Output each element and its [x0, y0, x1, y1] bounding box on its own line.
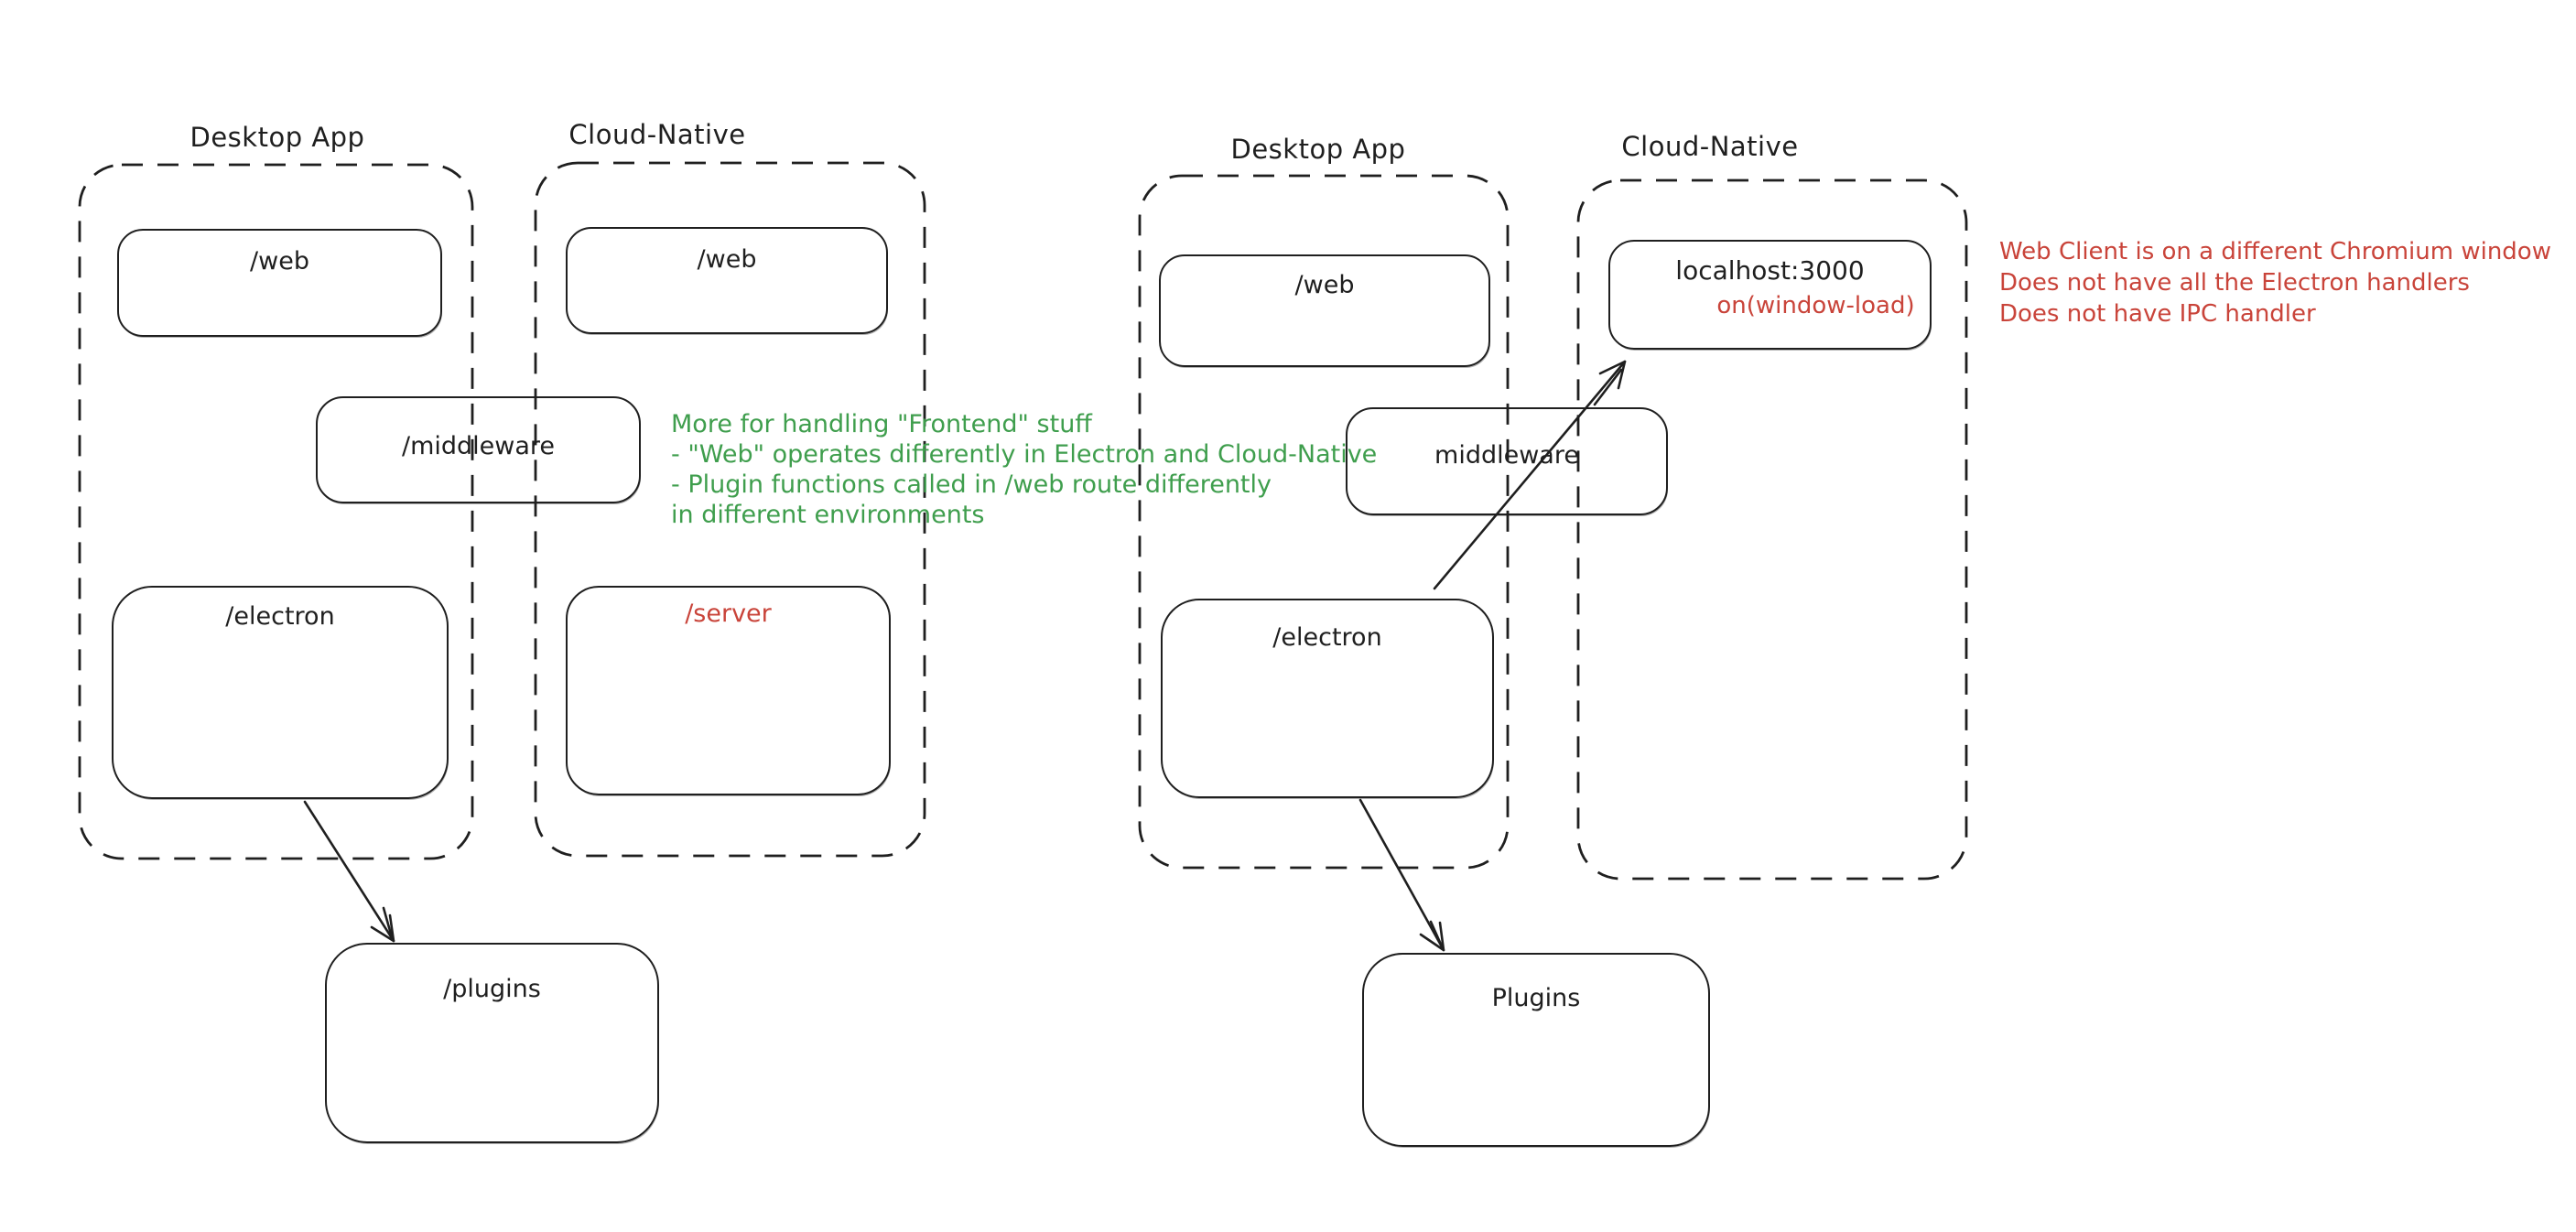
left-cloud-web-label: /web — [697, 245, 757, 274]
right-desktop-container-outline — [1138, 174, 1510, 870]
red-annotation-line: Does not have all the Electron handlers — [1999, 269, 2470, 297]
right-electron-label: /electron — [1272, 623, 1382, 652]
right-electron-box: /electron — [1161, 599, 1494, 798]
green-annotation-line: More for handling "Frontend" stuff — [671, 410, 1092, 438]
right-cloud-native-container-title: Cloud-Native — [1621, 131, 1799, 162]
left-plugins-box: /plugins — [325, 943, 659, 1143]
right-window-load-label: on(window-load) — [1716, 292, 1915, 319]
right-plugins-box: Plugins — [1362, 953, 1710, 1147]
right-desktop-container-title: Desktop App — [1230, 134, 1406, 165]
left-middleware-label: /middleware — [401, 432, 556, 460]
right-middleware-box: middleware — [1346, 407, 1668, 515]
right-middleware-label: middleware — [1434, 441, 1579, 470]
green-annotation-line: - "Web" operates differently in Electron… — [671, 440, 1378, 469]
left-cloud-native-container-outline — [534, 161, 926, 858]
green-annotation-line: in different environments — [671, 501, 985, 529]
left-server-label: /server — [685, 600, 772, 628]
left-server-box: /server — [566, 586, 891, 795]
right-cloud-native-container-outline — [1576, 178, 1968, 881]
arrow-left-electron-to-plugins — [303, 800, 395, 943]
left-desktop-container-outline — [78, 163, 474, 860]
left-electron-label: /electron — [225, 602, 335, 631]
right-desktop-web-label: /web — [1294, 271, 1355, 299]
red-annotation-line: Does not have IPC handler — [1999, 300, 2316, 328]
left-electron-box: /electron — [112, 586, 449, 799]
left-plugins-label: /plugins — [443, 975, 541, 1003]
right-plugins-label: Plugins — [1491, 984, 1581, 1012]
left-middleware-box: /middleware — [316, 396, 641, 503]
left-desktop-web-box: /web — [117, 229, 442, 337]
right-desktop-web-box: /web — [1159, 254, 1490, 367]
left-cloud-native-container-title: Cloud-Native — [568, 119, 746, 150]
right-localhost-label: localhost:3000 — [1675, 255, 1865, 286]
left-desktop-web-label: /web — [250, 247, 309, 276]
left-cloud-web-box: /web — [566, 227, 888, 334]
arrow-right-electron-to-plugins — [1358, 798, 1445, 952]
arrow-right-electron-to-localhost — [1433, 360, 1627, 590]
green-annotation: More for handling "Frontend" stuff - "We… — [671, 409, 1377, 530]
left-desktop-container-title: Desktop App — [189, 122, 365, 153]
red-annotation-line: Web Client is on a different Chromium wi… — [1999, 238, 2551, 265]
red-annotation: Web Client is on a different Chromium wi… — [1999, 236, 2551, 330]
right-localhost-box: localhost:3000 on(window-load) — [1608, 240, 1932, 350]
green-annotation-line: - Plugin functions called in /web route … — [671, 470, 1272, 499]
